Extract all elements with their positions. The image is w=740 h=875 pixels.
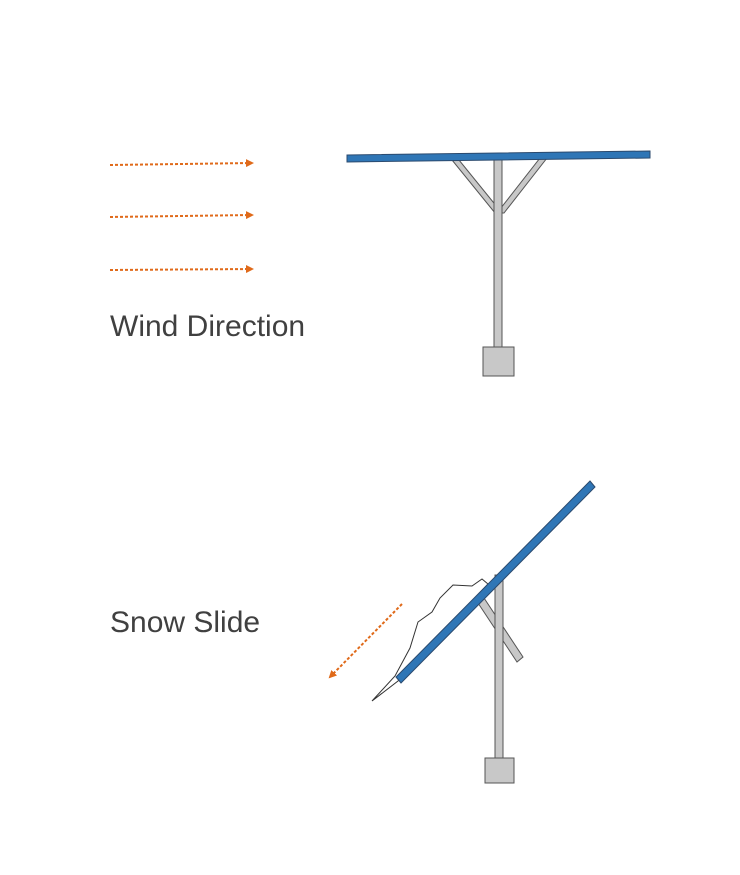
support-post [493,157,503,349]
tracker-flat [346,150,651,377]
support-post [494,574,504,761]
post-base [482,346,515,377]
brace-right [495,157,549,214]
wind-arrow-icon [109,159,254,168]
solar-panel [346,150,651,163]
tracker-tilted [371,480,596,784]
solar-panel [395,480,596,684]
post-base [484,757,515,784]
snow-slide-label: Snow Slide [110,606,261,639]
snow-layer [371,578,489,702]
wind-arrow-icon [109,211,254,220]
wind-direction-label: Wind Direction [110,310,306,343]
snow-slide-arrow-icon [328,603,403,679]
wind-arrows [109,159,254,274]
wind-arrow-icon [109,265,254,274]
